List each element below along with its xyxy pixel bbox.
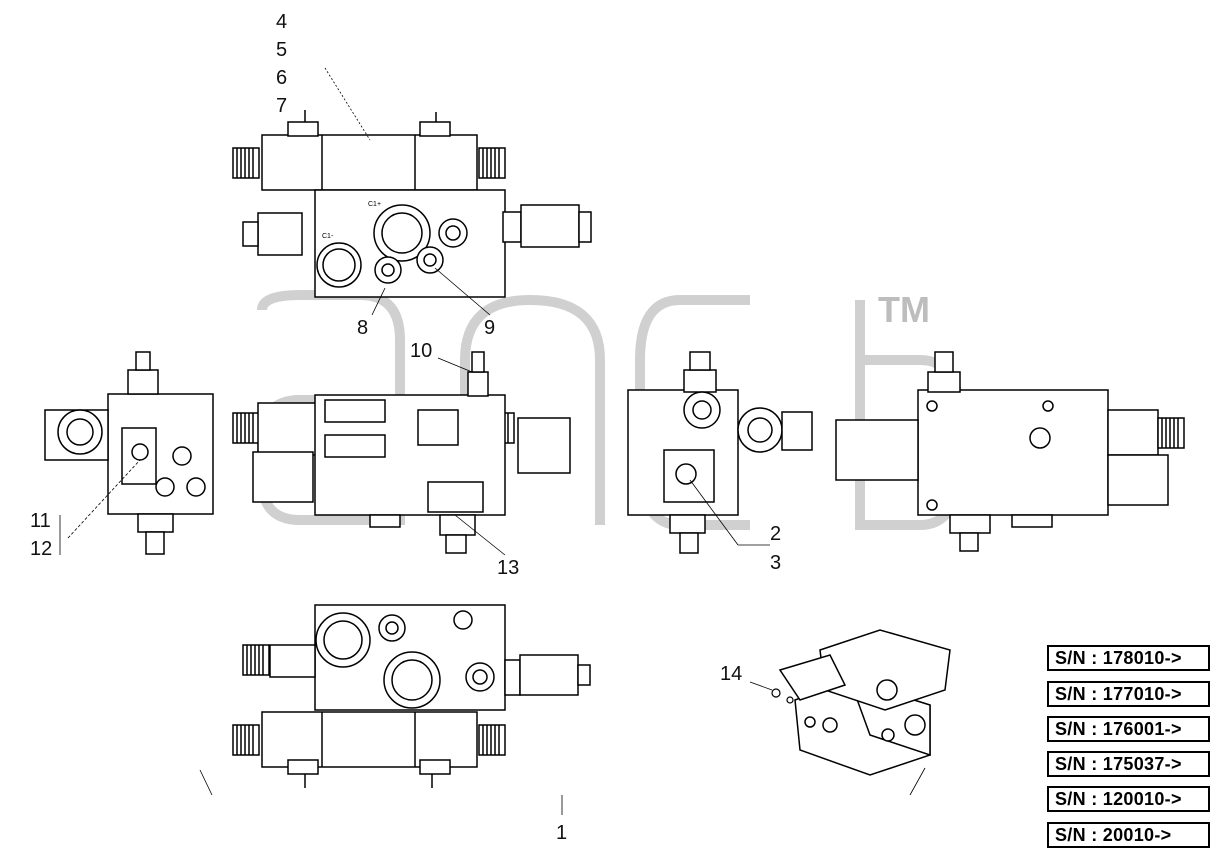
trademark-symbol: TM [878,289,930,330]
port-label-c1-plus: C1+ [368,201,381,208]
callout-7: 7 [276,95,287,117]
serial-number-box-1: S/N : 178010-> [1047,645,1210,671]
callout-5: 5 [276,39,287,61]
bottom-valve-view [232,604,591,788]
serial-number-box-5: S/N : 120010-> [1047,786,1210,812]
middle-valve-view [232,351,571,554]
serial-number-box-2: S/N : 177010-> [1047,681,1210,707]
rear-valve-view [835,351,1185,552]
callout-1: 1 [556,822,567,844]
callout-4: 4 [276,11,287,33]
left-valve-view [44,351,214,555]
right-valve-view [627,351,813,554]
callout-9: 9 [484,317,495,339]
top-valve-view [232,110,592,298]
callout-3: 3 [770,552,781,574]
serial-number-box-4: S/N : 175037-> [1047,751,1210,777]
port-label-c1-minus: C1- [322,233,334,240]
callout-13: 13 [497,557,519,579]
serial-number-box-3: S/N : 176001-> [1047,716,1210,742]
fastener-14 [771,688,794,704]
callout-10: 10 [410,340,432,362]
callout-14: 14 [720,663,742,685]
callout-11: 11 [30,510,51,532]
callout-6: 6 [276,67,287,89]
callout-8: 8 [357,317,368,339]
leader-lines [59,67,926,815]
callouts: 4 5 6 7 8 9 10 11 12 13 2 3 14 1 [30,11,781,844]
isometric-valve-view [778,629,951,776]
serial-number-box-6: S/N : 20010-> [1047,822,1210,848]
callout-12: 12 [30,538,52,560]
callout-2: 2 [770,523,781,545]
